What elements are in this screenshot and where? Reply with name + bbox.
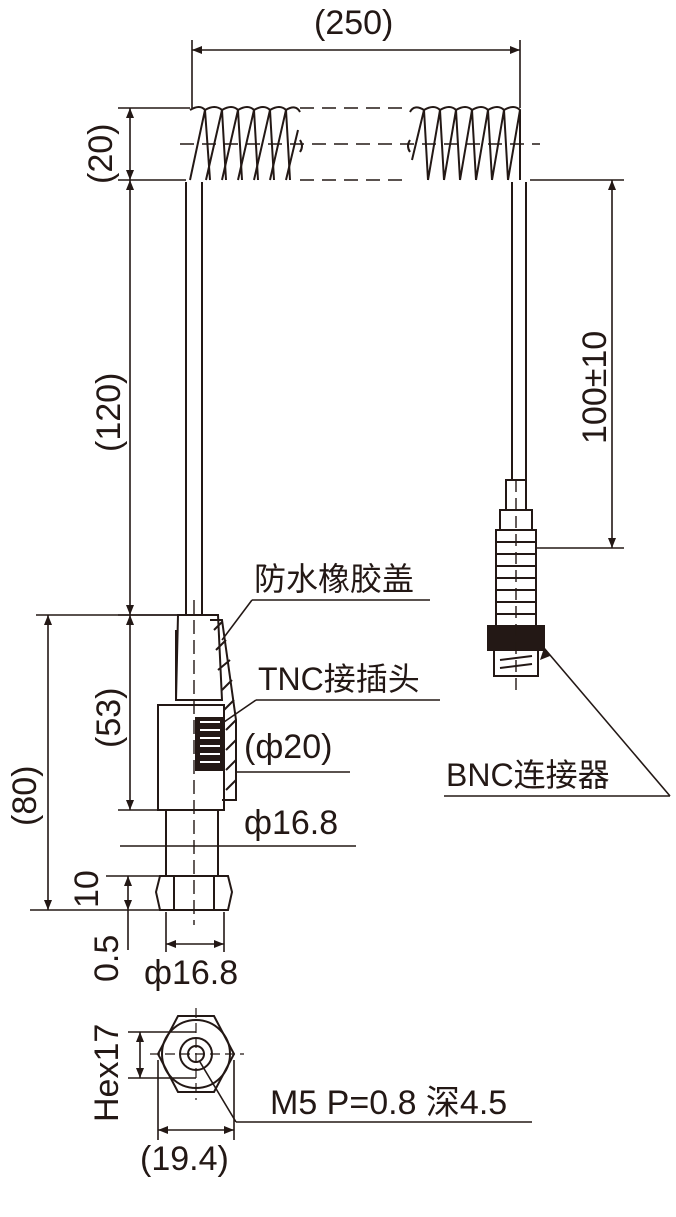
dim-thread-spec: M5 P=0.8 深4.5 [270, 1084, 507, 1122]
coil-hidden-lines [180, 107, 540, 181]
dim-hex-bottom-diameter: ф16.8 [144, 954, 238, 992]
dim-total-width: (250) [314, 4, 393, 42]
dim-gap: 0.5 [88, 935, 126, 982]
dim-thread-diameter: ф16.8 [244, 804, 338, 842]
bnc-connector-shape [487, 479, 545, 690]
sensor-body [154, 600, 237, 925]
dim-overall-length: (80) [6, 766, 44, 826]
dim-body-length: (53) [90, 688, 128, 748]
label-tnc-plug: TNC接插头 [258, 661, 420, 697]
dim-hex-height: 10 [68, 870, 106, 908]
dim-coil-height: (20) [82, 124, 120, 184]
dimension-lines [30, 40, 671, 1140]
coiled-cable [189, 106, 521, 181]
right-cable [511, 182, 527, 480]
dim-rubber-cap-diameter: (ф20) [244, 728, 332, 766]
bottom-view [150, 1008, 244, 1100]
dim-cable-left: (120) [90, 373, 128, 452]
label-waterproof-cap: 防水橡胶盖 [254, 561, 414, 597]
left-cable [185, 182, 203, 615]
dim-hex-corner: (19.4) [140, 1140, 229, 1178]
label-bnc-connector: BNC连接器 [446, 757, 610, 793]
dim-cable-right: 100±10 [576, 331, 614, 444]
arrowheads [44, 46, 616, 1134]
dim-hex-size: Hex17 [88, 1024, 126, 1122]
